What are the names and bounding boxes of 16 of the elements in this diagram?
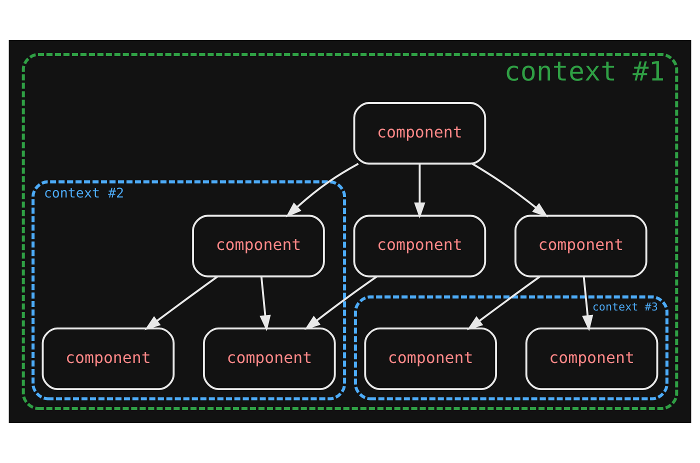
arrow [582,276,594,332]
arrow [144,276,218,330]
arrow [466,276,540,330]
node-box: component [42,327,175,390]
node-box: component [202,327,336,390]
arrow [472,162,548,218]
arrow [286,162,359,218]
arrow [414,164,426,219]
arrow [304,276,378,330]
node-box: component [353,102,486,165]
node-box: component [192,214,325,278]
node-box: component [364,327,498,390]
node-box: component [353,214,486,278]
arrow [260,276,271,332]
node-box: component [525,327,658,390]
node-box: component [514,214,648,278]
